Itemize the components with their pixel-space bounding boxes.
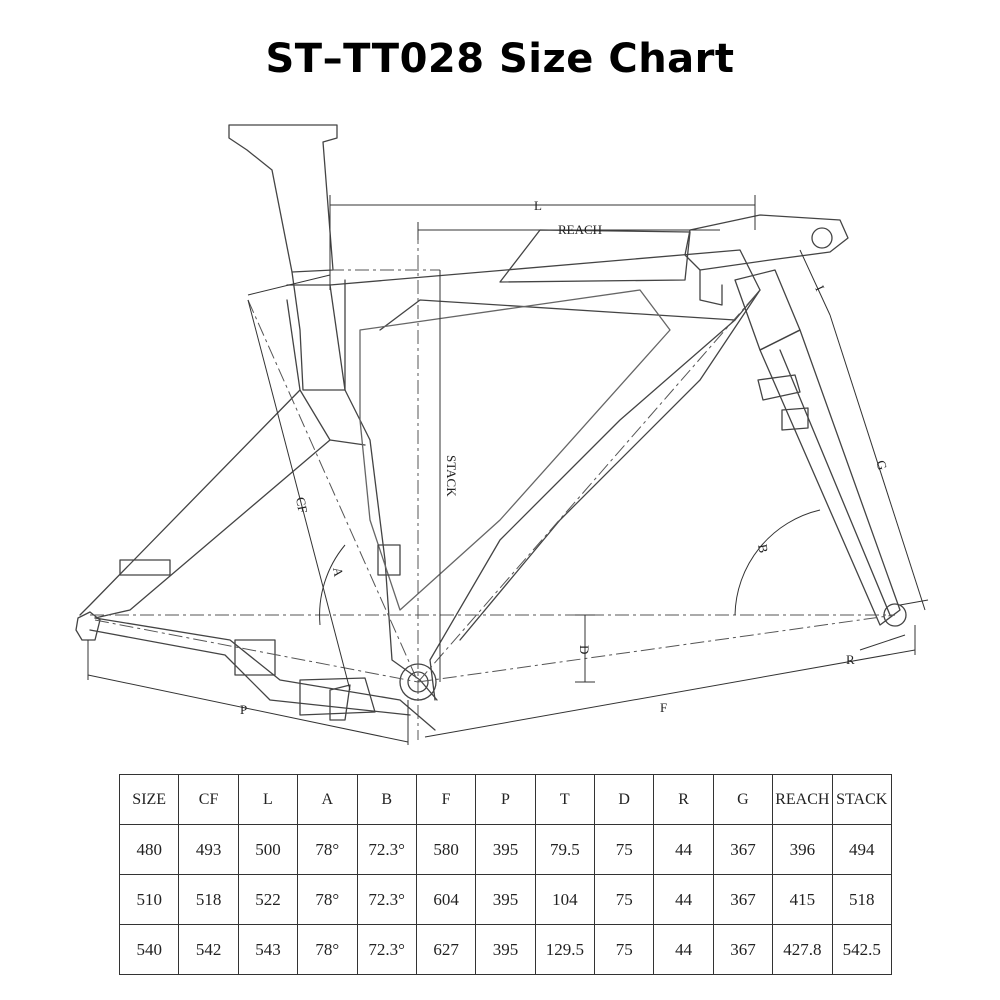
dim-label-stack: STACK xyxy=(444,455,459,497)
table-cell: 518 xyxy=(831,874,892,925)
table-header: F xyxy=(415,774,477,825)
dim-label-L: L xyxy=(534,198,542,213)
table-row: 540 542 543 78° 72.3° 627 395 129.5 75 4… xyxy=(118,924,892,975)
dim-label-f: F xyxy=(660,700,667,715)
table-cell: 44 xyxy=(653,824,714,875)
table-cell: 78° xyxy=(297,874,358,925)
dim-label-d: D xyxy=(577,645,592,654)
frame-drawing: L REACH STACK CF A B G I D R P F xyxy=(75,124,929,745)
table-row: 480 493 500 78° 72.3° 580 395 79.5 75 44… xyxy=(118,824,892,875)
table-cell: 44 xyxy=(653,874,714,925)
dim-label-r: R xyxy=(846,652,855,667)
table-cell: 542.5 xyxy=(831,924,892,975)
table-cell: 72.3° xyxy=(356,874,417,925)
table-header: B xyxy=(356,774,417,825)
table-header: R xyxy=(653,774,714,825)
table-header: T xyxy=(534,774,596,825)
table-cell: 427.8 xyxy=(772,924,833,975)
table-header: REACH xyxy=(772,774,833,825)
table-cell: 580 xyxy=(415,824,477,875)
head-tube xyxy=(734,269,801,351)
seat-stay xyxy=(79,389,301,616)
rear-dropout xyxy=(75,611,101,641)
table-cell: 415 xyxy=(772,874,833,925)
table-header: D xyxy=(593,774,655,825)
down-tube xyxy=(429,319,736,701)
table-cell: 367 xyxy=(712,924,774,975)
seatpost xyxy=(228,124,338,273)
size-table: SIZE CF L A B F P T D R G REACH STACK 48… xyxy=(118,774,892,975)
table-cell: 542 xyxy=(178,924,239,975)
chain-stay xyxy=(94,617,436,731)
table-header: L xyxy=(237,774,299,825)
table-cell: 518 xyxy=(178,874,239,925)
dim-label-b: B xyxy=(755,543,771,554)
table-cell: 540 xyxy=(118,924,180,975)
dim-label-g: G xyxy=(873,458,890,472)
table-cell: 604 xyxy=(415,874,477,925)
dim-label-p: P xyxy=(240,702,247,717)
table-cell: 75 xyxy=(593,924,655,975)
table-cell: 78° xyxy=(297,824,358,875)
table-cell: 104 xyxy=(534,874,596,925)
table-cell: 44 xyxy=(653,924,714,975)
table-cell: 494 xyxy=(831,824,892,875)
dim-label-a: A xyxy=(330,566,347,578)
table-cell: 395 xyxy=(475,924,536,975)
table-cell: 395 xyxy=(475,874,536,925)
table-cell: 129.5 xyxy=(534,924,596,975)
table-header: STACK xyxy=(831,774,892,825)
table-header: A xyxy=(297,774,358,825)
page-title: ST–TT028 Size Chart xyxy=(265,36,735,82)
table-cell: 627 xyxy=(415,924,477,975)
table-row: 510 518 522 78° 72.3° 604 395 104 75 44 … xyxy=(118,874,892,925)
table-cell: 522 xyxy=(237,874,299,925)
table-cell: 79.5 xyxy=(534,824,596,875)
fork xyxy=(759,329,901,626)
dim-label-reach: REACH xyxy=(558,222,602,237)
table-cell: 78° xyxy=(297,924,358,975)
table-cell: 500 xyxy=(237,824,299,875)
table-header: SIZE xyxy=(118,774,180,825)
table-cell: 75 xyxy=(593,874,655,925)
table-cell: 395 xyxy=(475,824,536,875)
seat-tube xyxy=(286,284,438,701)
table-header: P xyxy=(475,774,536,825)
table-cell: 543 xyxy=(237,924,299,975)
top-tube xyxy=(329,249,761,331)
table-cell: 510 xyxy=(118,874,180,925)
table-cell: 367 xyxy=(712,824,774,875)
table-header: G xyxy=(712,774,774,825)
table-cell: 396 xyxy=(772,824,833,875)
table-cell: 72.3° xyxy=(356,924,417,975)
table-header-row: SIZE CF L A B F P T D R G REACH STACK xyxy=(118,774,892,825)
stem xyxy=(684,214,849,271)
table-cell: 367 xyxy=(712,874,774,925)
table-cell: 75 xyxy=(593,824,655,875)
table-cell: 493 xyxy=(178,824,239,875)
dim-label-i: I xyxy=(812,283,827,293)
table-header: CF xyxy=(178,774,239,825)
table-cell: 480 xyxy=(118,824,180,875)
table-cell: 72.3° xyxy=(356,824,417,875)
dim-label-cf: CF xyxy=(293,496,311,514)
